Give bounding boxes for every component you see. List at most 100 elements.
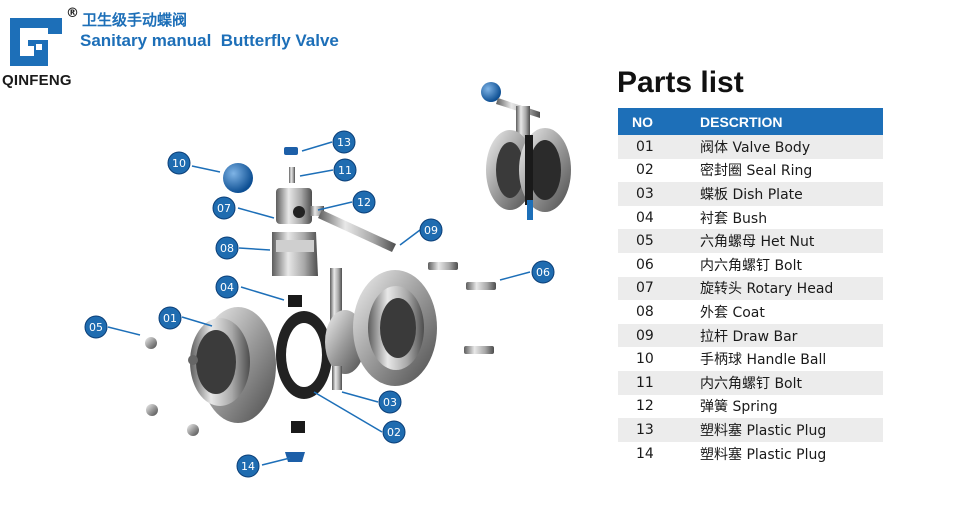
draw-bar: [318, 210, 396, 252]
part-number: 03: [618, 182, 696, 206]
callout-label: 06: [536, 266, 550, 279]
hex-nut: [187, 424, 199, 436]
callout-marker: 05: [84, 315, 108, 339]
callout-marker: 07: [212, 196, 236, 220]
plastic-plug: [285, 452, 305, 462]
part-description: 塑料塞 Plastic Plug: [696, 441, 883, 466]
callout-marker: 08: [215, 236, 239, 260]
part-description: 塑料塞 Plastic Plug: [696, 418, 883, 442]
valve-body-left: [188, 307, 276, 423]
valve-body-right: [353, 270, 437, 386]
callout-label: 05: [89, 321, 103, 334]
assembled-valve: [481, 82, 571, 220]
part-number: 08: [618, 300, 696, 324]
part-description: 内六角螺钉 Bolt: [696, 370, 883, 395]
part-number: 01: [618, 135, 696, 159]
part-description: 手柄球 Handle Ball: [696, 347, 883, 371]
part-number: 13: [618, 418, 696, 442]
part-number: 06: [618, 252, 696, 277]
callout-marker: 12: [352, 190, 376, 214]
part-description: 内六角螺钉 Bolt: [696, 252, 883, 277]
callout-label: 10: [172, 157, 186, 170]
callout-label: 12: [357, 196, 371, 209]
callout-label: 08: [220, 242, 234, 255]
rotary-head: [276, 188, 312, 224]
hex-nut: [145, 337, 157, 349]
hex-nut: [146, 404, 158, 416]
part-description: 蝶板 Dish Plate: [696, 182, 883, 206]
bolt-top: [289, 167, 295, 183]
part-number: 10: [618, 347, 696, 371]
callout-marker: 01: [158, 306, 182, 330]
callout-marker: 14: [236, 454, 260, 478]
spring: [310, 206, 324, 216]
parts-table-header-row: NO DESCRTION: [618, 108, 883, 135]
callout-marker: 04: [215, 275, 239, 299]
callout-label: 01: [163, 312, 177, 325]
part-description: 拉杆 Draw Bar: [696, 323, 883, 348]
callout-marker: 03: [378, 390, 402, 414]
handle-ball: [223, 163, 253, 193]
valve-exploded-diagram: 01 02 03 04 05 06 07 08 09 10 11 12 13 14: [84, 82, 571, 478]
plastic-plug-top: [284, 147, 298, 155]
part-description: 阀体 Valve Body: [696, 135, 883, 159]
page-title-cn: 卫生级手动蝶阀: [82, 11, 188, 29]
part-number: 12: [618, 394, 696, 419]
part-description: 弹簧 Spring: [696, 394, 883, 419]
part-number: 04: [618, 205, 696, 230]
callout-label: 13: [337, 136, 351, 149]
callout-marker: 06: [531, 260, 555, 284]
part-description: 密封圈 Seal Ring: [696, 158, 883, 183]
qinfeng-logo-icon: [10, 18, 62, 66]
part-number: 09: [618, 323, 696, 348]
part-number: 05: [618, 229, 696, 253]
callout-marker: 11: [333, 158, 357, 182]
bolt: [428, 262, 458, 270]
part-description: 六角螺母 Het Nut: [696, 229, 883, 253]
callout-label: 09: [424, 224, 438, 237]
callout-marker: 09: [419, 218, 443, 242]
part-description: 衬套 Bush: [696, 205, 883, 230]
part-description: 旋转头 Rotary Head: [696, 276, 883, 301]
page-title-en: Sanitary manual Butterfly Valve: [80, 31, 339, 50]
column-header-no: NO: [618, 108, 696, 135]
seal-ring: [276, 311, 332, 399]
registered-mark: ®: [66, 6, 79, 21]
part-number: 14: [618, 441, 696, 466]
callout-label: 03: [383, 396, 397, 409]
callout-marker: 02: [382, 420, 406, 444]
part-number: 02: [618, 158, 696, 183]
callout-marker: 10: [167, 151, 191, 175]
callout-marker: 13: [332, 130, 356, 154]
parts-list-title: Parts list: [617, 66, 744, 99]
callout-label: 02: [387, 426, 401, 439]
part-number: 07: [618, 276, 696, 301]
bolt: [466, 282, 496, 290]
bolt: [464, 346, 494, 354]
column-header-description: DESCRTION: [696, 108, 883, 135]
brand-name: QINFENG: [2, 72, 72, 89]
callout-label: 07: [217, 202, 231, 215]
coat: [272, 232, 318, 276]
callout-label: 04: [220, 281, 234, 294]
part-description: 外套 Coat: [696, 300, 883, 324]
callout-label: 14: [241, 460, 255, 473]
plastic-plug: [291, 421, 305, 433]
part-number: 11: [618, 370, 696, 395]
callout-label: 11: [338, 164, 352, 177]
